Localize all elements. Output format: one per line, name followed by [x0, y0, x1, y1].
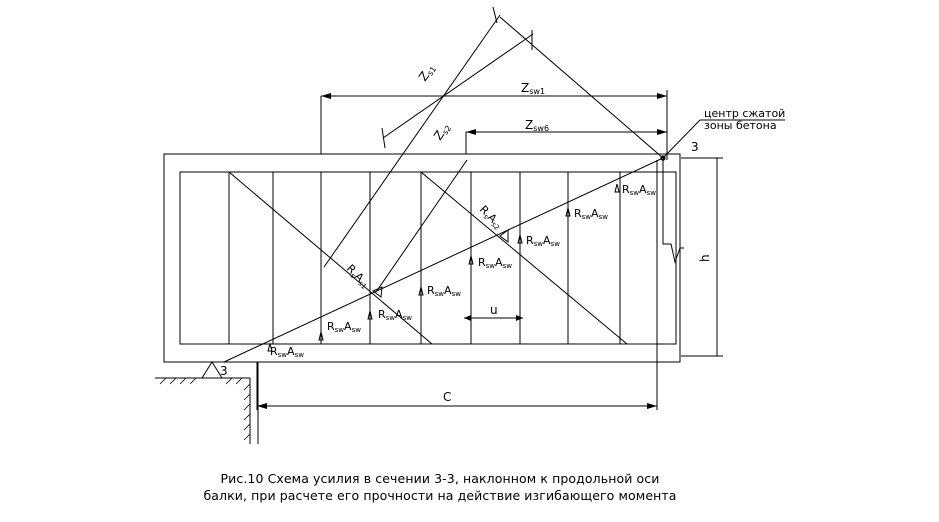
figure-caption: Рис.10 Схема усилия в сечении 3-3, накло… — [150, 470, 730, 504]
inclined-section-line — [223, 157, 664, 363]
zs2-label: Zs2 — [431, 120, 453, 143]
hatching — [159, 377, 251, 441]
section-mark-bottom: 3 — [220, 364, 228, 378]
u-label: u — [490, 303, 498, 317]
rs2-as2-label: RsAs2 — [476, 203, 505, 232]
arm-line-zs1 — [323, 14, 501, 268]
rsw-asw-label-7: RswAsw — [574, 207, 608, 221]
rsw-asw-label-4: RswAsw — [427, 284, 461, 298]
arm-ext-2 — [382, 33, 534, 139]
rsw-asw-label-5: RswAsw — [478, 256, 512, 270]
arm-ext-1 — [499, 16, 664, 159]
zsw1-label: Zsw1 — [521, 81, 545, 96]
center-leader — [662, 119, 701, 159]
arm-line-zs2 — [375, 159, 468, 293]
rs1-as1-label: RsAs1 — [343, 262, 372, 291]
caption-line-2: балки, при расчете его прочности на дейс… — [203, 488, 677, 503]
section-mark-top: 3 — [691, 140, 699, 154]
c-label: C — [443, 390, 451, 404]
rsw-asw-label-3: RswAsw — [378, 308, 412, 322]
inclined-bar-2 — [420, 171, 628, 345]
zs1-label: Zs1 — [416, 61, 438, 84]
caption-line-1: Рис.10 Схема усилия в сечении 3-3, накло… — [220, 471, 660, 486]
center-label-line2: зоны бетона — [704, 119, 777, 132]
break-mark — [662, 160, 684, 264]
reinforcement-cage — [179, 171, 677, 345]
zsw6-label: Zsw6 — [525, 118, 549, 133]
rsw-asw-label-6: RswAsw — [526, 234, 560, 248]
rsw-asw-label-8: RswAsw — [622, 183, 656, 197]
support-triangle — [201, 361, 223, 379]
h-label: h — [698, 254, 712, 262]
force-arrows — [267, 183, 620, 352]
beam-outline — [163, 153, 681, 363]
stirrups — [228, 172, 621, 344]
rsw-asw-label-2: RswAsw — [327, 320, 361, 334]
arrow-heads — [257, 93, 667, 409]
center-label-line1: центр сжатой — [704, 107, 785, 120]
rsw-asw-label-1: RswAsw — [270, 345, 304, 359]
